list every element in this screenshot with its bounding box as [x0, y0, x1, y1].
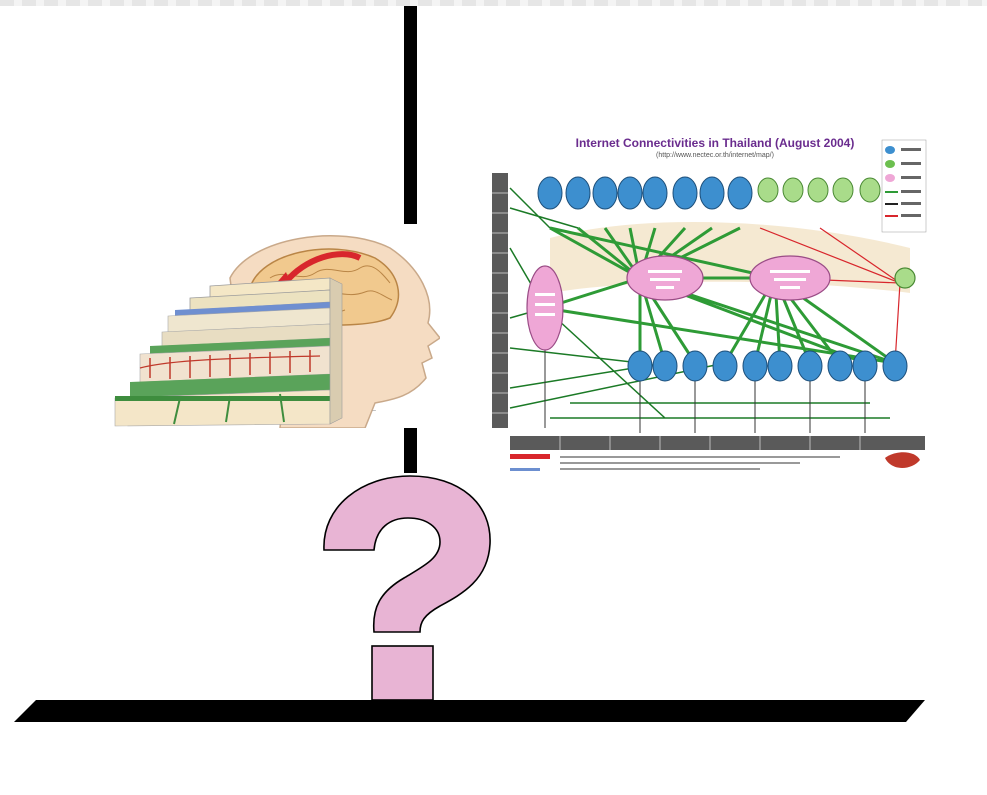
red-arrow: [282, 251, 362, 285]
vertical-divider-upper: [404, 6, 417, 224]
bottom-isp-nodes: [627, 350, 908, 382]
network-map-subtitle: (http://www.nectec.or.th/internet/map/): [656, 152, 774, 159]
top-border-strip: [0, 0, 987, 6]
logo-mark: [885, 452, 920, 468]
internet-connectivity-map: [492, 139, 927, 471]
legend-panel: [881, 139, 927, 233]
bottom-legend-bar: [510, 436, 925, 450]
left-label-column: [492, 173, 508, 428]
brain-cortex-illustration: ~: [114, 235, 440, 428]
top-green-nodes: [757, 177, 881, 203]
svg-text:~: ~: [372, 408, 376, 415]
network-links: [509, 187, 901, 433]
top-isp-nodes: [537, 176, 753, 210]
question-mark-icon: [323, 475, 491, 701]
base-bar: [14, 700, 925, 722]
network-map-title: Internet Connectivities in Thailand (Aug…: [575, 136, 855, 150]
vertical-divider-lower: [404, 428, 417, 473]
cortex-layer-stack: [114, 277, 343, 427]
